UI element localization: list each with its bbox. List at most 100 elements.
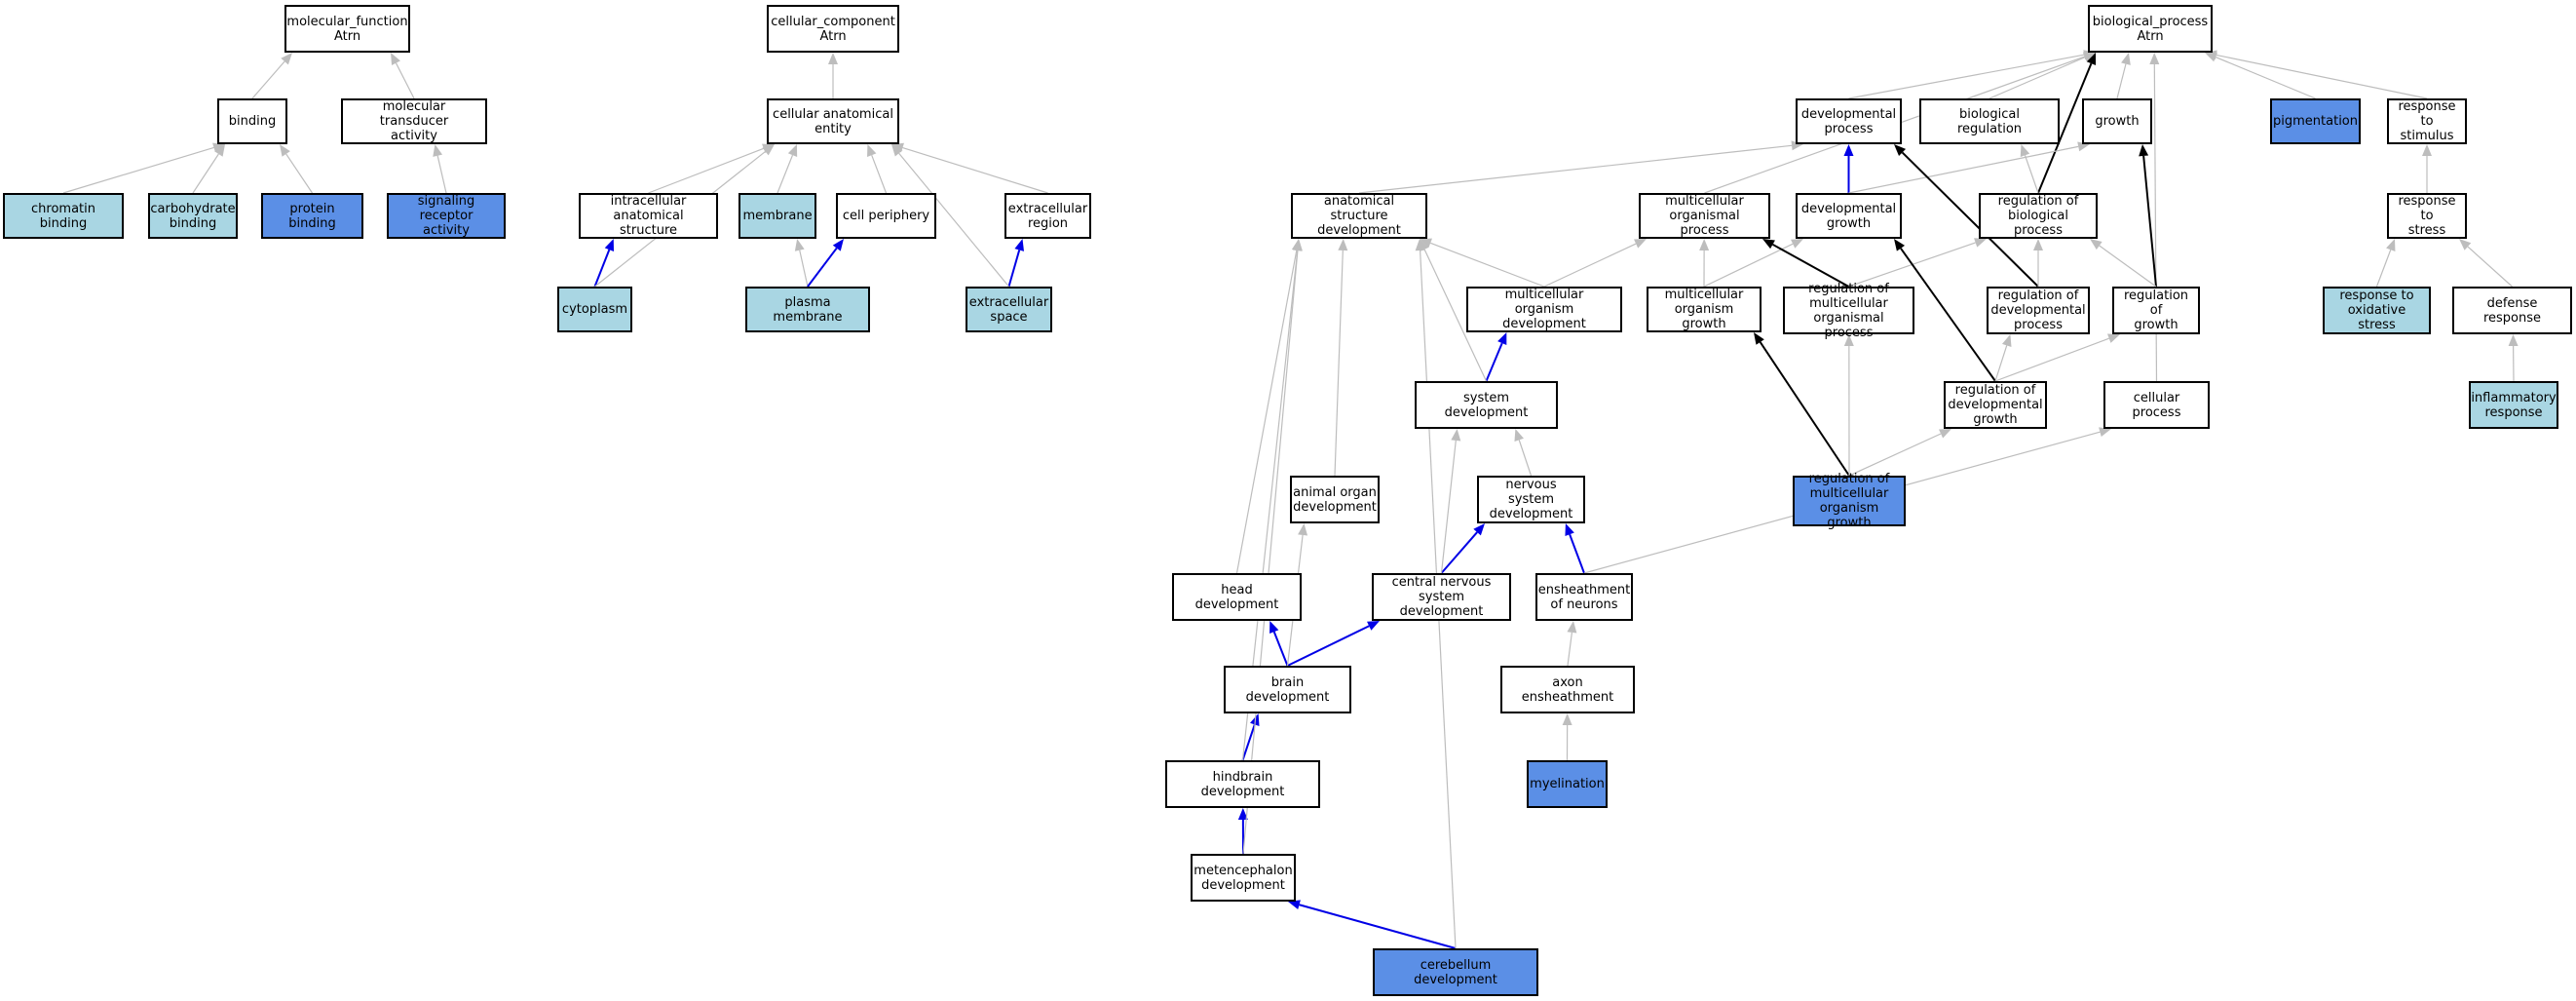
edge-reg_dev_growth-to-reg_dev_process	[1994, 345, 2008, 382]
edge-arrowhead	[2020, 144, 2030, 157]
edge-arrowhead	[1292, 239, 1303, 251]
node-cellular-process[interactable]: cellular process	[2103, 381, 2210, 429]
node-inflammatory-response[interactable]: inflammatory response	[2469, 381, 2558, 429]
edge-arrowhead	[1338, 239, 1348, 251]
node-growth[interactable]: growth	[2082, 98, 2152, 144]
node-molecular-function-root[interactable]: molecular_function Atrn	[284, 5, 410, 53]
edge-multicell_org_dev-to-multicell_org_process	[1543, 243, 1637, 288]
node-cellular-component-root[interactable]: cellular_component Atrn	[767, 5, 899, 53]
edge-reg_dev_growth-to-dev_growth	[1900, 248, 1996, 382]
node-cerebellum-development[interactable]: cerebellum development	[1373, 948, 1538, 996]
node-biological-process-root[interactable]: biological_process Atrn	[2088, 5, 2213, 53]
edge-arrowhead	[1497, 332, 1507, 345]
edge-cns_dev-to-nervous_system_dev	[1440, 531, 1478, 574]
node-cell-periphery[interactable]: cell periphery	[836, 193, 936, 239]
node-regulation-of-biological-process[interactable]: regulation of biological process	[1979, 193, 2098, 239]
edge-arrowhead	[280, 144, 290, 157]
edge-arrowhead	[1894, 239, 1906, 251]
node-carbohydrate-binding[interactable]: carbohydrate binding	[148, 193, 238, 239]
edge-binding-to-mf_root	[251, 60, 285, 99]
edge-reg_bio_process-to-bp_root	[2037, 62, 2093, 194]
edge-arrowhead	[281, 53, 292, 65]
node-membrane[interactable]: membrane	[739, 193, 816, 239]
node-intracellular-anatomical-structure[interactable]: intracellular anatomical structure	[579, 193, 718, 239]
edge-arrowhead	[867, 144, 877, 157]
node-pigmentation[interactable]: pigmentation	[2270, 98, 2361, 144]
edge-reg_multicell_org_growth-to-multicell_org_growth	[1759, 341, 1850, 477]
edge-arrowhead	[828, 53, 838, 64]
node-extracellular-region[interactable]: extracellular region	[1004, 193, 1091, 239]
edge-metencephalon_dev-to-anat_struct_dev	[1242, 250, 1299, 855]
edge-arrowhead	[1974, 238, 1987, 248]
edge-carbohydrate_binding-to-binding	[192, 153, 219, 194]
edge-reg_growth-to-growth	[2142, 155, 2157, 288]
node-animal-organ-development[interactable]: animal organ development	[1290, 476, 1380, 523]
edge-arrowhead	[762, 144, 775, 156]
node-response-to-oxidative-stress[interactable]: response to oxidative stress	[2323, 287, 2431, 334]
edge-cytoplasm-to-intracellular	[593, 249, 611, 288]
edge-hindbrain_dev-to-brain_dev	[1241, 724, 1256, 761]
edge-growth-to-bp_root	[2116, 63, 2127, 99]
node-protein-binding[interactable]: protein binding	[261, 193, 363, 239]
edge-arrowhead	[2149, 53, 2160, 65]
edge-arrowhead	[832, 239, 844, 251]
node-regulation-of-growth[interactable]: regulation of growth	[2112, 287, 2200, 334]
edge-membrane-to-cell_anat_entity	[777, 154, 794, 194]
node-regulation-of-developmental-process[interactable]: regulation of developmental process	[1987, 287, 2090, 334]
edge-brain_dev-to-cns_dev	[1287, 625, 1370, 667]
node-developmental-growth[interactable]: developmental growth	[1796, 193, 1902, 239]
node-regulation-of-multicellular-organismal-process[interactable]: regulation of multicellular organismal p…	[1783, 282, 1914, 340]
node-multicellular-organismal-process[interactable]: multicellular organismal process	[1639, 193, 1770, 239]
edge-arrowhead	[2422, 144, 2432, 156]
node-head-development[interactable]: head development	[1172, 573, 1302, 621]
node-cytoplasm[interactable]: cytoplasm	[557, 287, 632, 332]
node-ensheathment-of-neurons[interactable]: ensheathment of neurons	[1535, 573, 1633, 621]
node-multicellular-organism-development[interactable]: multicellular organism development	[1466, 287, 1622, 332]
node-molecular-transducer-activity[interactable]: molecular transducer activity	[341, 98, 487, 144]
edge-arrowhead	[1415, 239, 1425, 251]
edge-cerebellum_dev-to-metencephalon_dev	[1299, 904, 1457, 949]
node-extracellular-space[interactable]: extracellular space	[966, 287, 1052, 332]
node-axon-ensheathment[interactable]: axon ensheathment	[1500, 666, 1635, 713]
edge-cell_periphery-to-cell_anat_entity	[871, 154, 888, 194]
node-regulation-of-developmental-growth[interactable]: regulation of developmental growth	[1944, 381, 2047, 429]
edge-animal_organ_dev-to-anat_struct_dev	[1334, 250, 1344, 477]
node-signaling-receptor-activity[interactable]: signaling receptor activity	[387, 193, 506, 239]
node-regulation-of-multicellular-organism-growth[interactable]: regulation of multicellular organism gro…	[1793, 472, 1906, 530]
edge-reg_dev_growth-to-reg_growth	[1994, 337, 2109, 382]
edge-arrowhead	[2099, 427, 2111, 437]
node-myelination[interactable]: myelination	[1527, 760, 1608, 808]
node-developmental-process[interactable]: developmental process	[1796, 98, 1902, 144]
edge-response_oxidative-to-response_stress	[2375, 250, 2392, 288]
node-nervous-system-development[interactable]: nervous system development	[1477, 476, 1585, 523]
edge-arrowhead	[1420, 238, 1432, 248]
node-metencephalon-development[interactable]: metencephalon development	[1191, 854, 1296, 902]
node-biological-regulation[interactable]: biological regulation	[1919, 98, 2060, 144]
node-hindbrain-development[interactable]: hindbrain development	[1165, 760, 1320, 808]
node-central-nervous-system-development[interactable]: central nervous system development	[1372, 573, 1511, 621]
edge-head_dev-to-anat_struct_dev	[1235, 250, 1298, 574]
node-response-to-stress[interactable]: response to stress	[2387, 193, 2467, 239]
node-response-to-stimulus[interactable]: response to stimulus	[2387, 98, 2467, 144]
edge-arrowhead	[1565, 523, 1574, 536]
edge-protein_binding-to-binding	[285, 153, 313, 194]
edge-arrowhead	[214, 144, 225, 157]
edge-mol_transducer-to-mf_root	[395, 62, 415, 99]
node-anatomical-structure-development[interactable]: anatomical structure development	[1291, 193, 1427, 239]
edge-response_stimulus-to-bp_root	[2216, 54, 2428, 99]
edge-arrowhead	[2086, 53, 2097, 65]
node-plasma-membrane[interactable]: plasma membrane	[745, 287, 870, 332]
node-multicellular-organism-growth[interactable]: multicellular organism growth	[1647, 287, 1762, 332]
edge-arrowhead	[1843, 144, 1854, 156]
edge-arrowhead	[1367, 621, 1380, 631]
node-chromatin-binding[interactable]: chromatin binding	[3, 193, 124, 239]
edge-arrowhead	[1894, 144, 1907, 156]
node-system-development[interactable]: system development	[1415, 381, 1558, 429]
node-defense-response[interactable]: defense response	[2452, 287, 2572, 334]
edge-nervous_system_dev-to-system_dev	[1518, 440, 1533, 477]
node-cellular-anatomical-entity[interactable]: cellular anatomical entity	[767, 98, 899, 144]
node-binding[interactable]: binding	[217, 98, 287, 144]
edge-brain_dev-to-head_dev	[1272, 631, 1289, 667]
node-brain-development[interactable]: brain development	[1224, 666, 1351, 713]
